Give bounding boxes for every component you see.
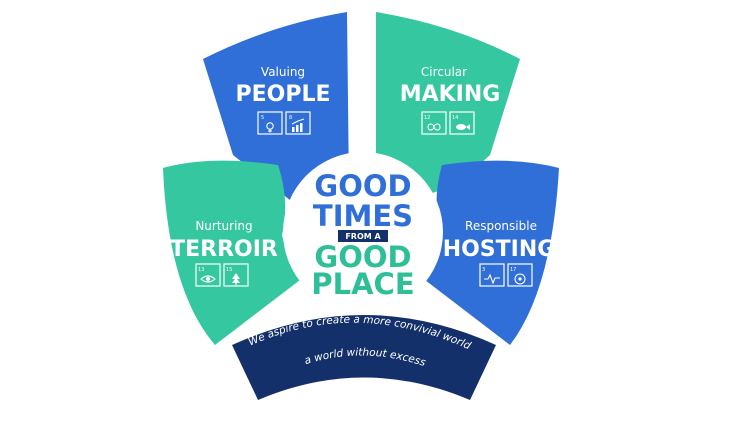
center-logo: GOOD TIMES FROM A GOOD PLACE [283, 152, 443, 312]
petal-making-big-label: MAKING [400, 82, 501, 107]
sdg-8-icon: 8 [285, 111, 311, 135]
petal-people-big-label: PEOPLE [235, 82, 330, 107]
center-logo-from-a: FROM A [345, 232, 381, 241]
petal-hosting-shape [425, 160, 559, 345]
petal-hosting-big-label: HOSTING [443, 237, 556, 262]
sdg-15-icon: 15 [223, 263, 249, 287]
petal-people-small-label: Valuing [261, 65, 305, 79]
center-logo-place: PLACE [311, 267, 414, 301]
svg-text:17: 17 [510, 267, 516, 273]
svg-text:5: 5 [261, 115, 264, 121]
sdg-3-icon: 3 [479, 263, 505, 287]
center-logo-good-bottom: GOOD [314, 240, 411, 274]
sdg-14-icon: 14 [449, 111, 475, 135]
sdg-5-icon: 5 [257, 111, 283, 135]
sdg-12-icon: 12 [421, 111, 447, 135]
petal-making: Circular MAKING 12 14 [376, 12, 520, 196]
petal-making-shape [376, 12, 520, 196]
center-logo-good-top: GOOD [314, 169, 411, 203]
svg-text:14: 14 [452, 115, 458, 121]
petal-people-shape [203, 12, 349, 208]
mission-banner-shape [232, 315, 496, 400]
center-logo-times: TIMES [313, 199, 413, 233]
petal-hosting-small-label: Responsible [465, 219, 537, 233]
svg-text:15: 15 [226, 267, 232, 273]
petal-making-small-label: Circular [421, 65, 467, 79]
petal-terroir-big-label: TERROIR [170, 237, 278, 262]
petal-hosting: Responsible HOSTING 3 17 [425, 160, 559, 345]
petal-terroir-shape [163, 160, 300, 345]
sdg-17-icon: 17 [507, 263, 533, 287]
petal-terroir: Nurturing TERROIR 13 15 [163, 160, 300, 345]
petal-terroir-small-label: Nurturing [195, 219, 252, 233]
center-logo-from-a-bar [338, 230, 388, 242]
svg-text:8: 8 [289, 115, 292, 121]
petal-people: Valuing PEOPLE 5 8 [203, 12, 349, 208]
svg-text:3: 3 [482, 267, 485, 273]
sdg-13-icon: 13 [195, 263, 221, 287]
svg-text:12: 12 [424, 115, 430, 121]
svg-text:13: 13 [198, 267, 204, 273]
